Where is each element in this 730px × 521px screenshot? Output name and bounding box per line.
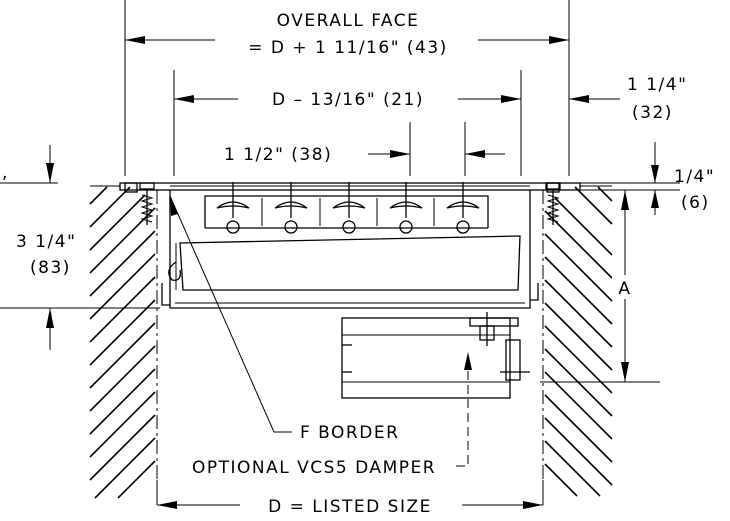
damper-label: OPTIONAL VCS5 DAMPER: [192, 458, 436, 478]
d-minus-label: D – 13/16" (21): [272, 90, 424, 110]
f-border-label: F BORDER: [300, 423, 399, 443]
left-fragment: ,: [2, 163, 9, 183]
blade-pitch-dimension: 1 1/2" (38): [224, 145, 505, 165]
flange-mm: (6): [681, 193, 710, 213]
dimension-a: A: [612, 190, 638, 382]
right-wall-hatching: [544, 186, 613, 497]
depth-mm: (83): [30, 258, 71, 278]
d-minus-dimension: D – 13/16" (21): [174, 90, 521, 110]
blade-4: [389, 182, 423, 234]
depth-in: 3 1/4": [16, 232, 76, 252]
overall-face-dimension: OVERALL FACE = D + 1 11/16" (43): [125, 11, 569, 58]
optional-damper: [341, 312, 530, 399]
depth-dimension: 3 1/4" (83) ,: [2, 145, 76, 350]
extension-lines: [0, 0, 680, 505]
overall-face-title: OVERALL FACE: [277, 11, 420, 31]
overall-face-formula: = D + 1 11/16" (43): [248, 38, 448, 58]
right-mounting-screw: [545, 182, 561, 225]
blade-bank: [204, 182, 489, 234]
flange-in: 1/4": [674, 167, 715, 187]
right-offset-in: 1 1/4": [627, 75, 687, 95]
grille-assembly: [119, 182, 581, 399]
pitch-label: 1 1/2" (38): [224, 145, 332, 165]
listed-size-dimension: D = LISTED SIZE: [157, 497, 543, 517]
dim-a-label: A: [618, 279, 631, 299]
blade-3: [332, 182, 366, 234]
left-wall-hatching: [89, 186, 156, 499]
right-offset-mm: (32): [632, 103, 673, 123]
f-border-callout: F BORDER: [169, 195, 399, 443]
blade-2: [274, 182, 308, 234]
flange-dimension: 1/4" (6): [651, 142, 715, 215]
blade-5: [446, 182, 480, 234]
listed-size-label: D = LISTED SIZE: [268, 497, 432, 517]
left-mounting-screw: [139, 182, 155, 225]
blade-1: [216, 182, 250, 234]
right-offset-dimension: 1 1/4" (32): [569, 75, 687, 123]
damper-callout: OPTIONAL VCS5 DAMPER: [192, 352, 472, 478]
wall-opening-lines: [90, 185, 612, 505]
